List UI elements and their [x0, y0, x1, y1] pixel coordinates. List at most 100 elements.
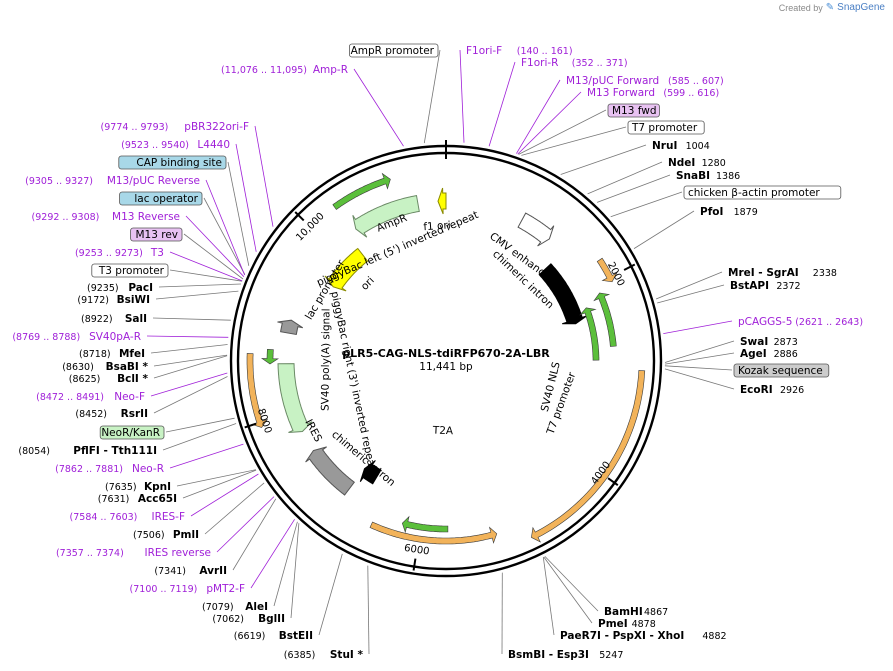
site-label-t3[interactable]: T3(9253 .. 9273): [75, 247, 164, 259]
plasmid-name: pLR5-CAG-NLS-tdiRFP670-2A-LBR: [342, 347, 550, 360]
site-label-rsrii[interactable]: RsrII(8452): [75, 408, 148, 420]
site-label-pmt2-f[interactable]: pMT2-F(7100 .. 7119): [130, 583, 245, 595]
site-label-kozak-sequence[interactable]: Kozak sequence: [733, 363, 830, 378]
site-label-paci[interactable]: PacI(9235): [87, 282, 153, 294]
site-label-l4440[interactable]: L4440(9523 .. 9540): [121, 139, 230, 151]
features-layer: [246, 172, 646, 545]
site-label-acc65i[interactable]: Acc65I(7631): [98, 493, 177, 505]
feature-ires[interactable]: [305, 446, 355, 496]
site-label-m13-puc-reverse[interactable]: M13/pUC Reverse(9305 .. 9327): [25, 175, 200, 187]
site-label-m13-puc-forward[interactable]: M13/pUC Forward(585 .. 607): [566, 75, 724, 87]
site-leader-line: [596, 174, 671, 203]
site-label-m13-rev[interactable]: M13 rev: [130, 227, 183, 242]
feature-chimeric-intron-2[interactable]: [359, 460, 382, 485]
site-name: AgeI: [740, 348, 767, 360]
site-label-f1ori-r[interactable]: F1ori-R(352 .. 371): [521, 57, 628, 69]
site-label-ires-reverse[interactable]: IRES reverse(7357 .. 7374): [56, 547, 211, 559]
site-position: 2886: [774, 349, 798, 360]
site-name: L4440: [197, 139, 230, 151]
site-name: SV40pA-R: [89, 331, 141, 343]
site-label-amp-r[interactable]: Amp-R(11,076 .. 11,095): [221, 64, 348, 76]
site-box: [348, 43, 439, 58]
site-leader-line: [203, 197, 246, 275]
site-label-neor-kanr[interactable]: NeoR/KanR: [99, 425, 165, 440]
site-label-agei[interactable]: AgeI 2886: [740, 348, 798, 360]
site-label-avrii[interactable]: AvrII(7341): [154, 565, 227, 577]
site-label-pbr322ori-f[interactable]: pBR322ori-F (9774 .. 9793): [101, 121, 249, 133]
site-label-bcli-[interactable]: BclI *(8625): [69, 373, 149, 385]
site-label-ires-f[interactable]: IRES-F(7584 .. 7603): [70, 511, 185, 523]
site-box: [627, 120, 705, 135]
site-label-sv40pa-r[interactable]: SV40pA-R(8769 .. 8788): [12, 331, 141, 343]
site-leader-line: [227, 161, 250, 266]
site-label-mfei[interactable]: MfeI(8718): [79, 348, 145, 360]
site-name: IRES-F: [151, 511, 185, 523]
site-position: (9774 .. 9793): [101, 122, 169, 133]
site-name: T7 promoter: [631, 122, 698, 134]
site-label-alei[interactable]: AleI(7079): [202, 601, 268, 613]
site-box: [683, 185, 842, 200]
site-name: pBR322ori-F: [184, 121, 249, 133]
feature-f1-ori[interactable]: [437, 187, 447, 215]
site-box: [99, 425, 165, 440]
feature-ampr[interactable]: [352, 195, 420, 238]
site-label-cap-binding-site[interactable]: CAP binding site: [118, 155, 227, 170]
feature-sv40-poly-a-signal[interactable]: [277, 319, 304, 336]
site-label-t7-promoter[interactable]: T7 promoter: [627, 120, 705, 135]
site-position: (8630): [62, 362, 94, 373]
site-position: (8472 .. 8491): [36, 392, 104, 403]
site-leader-line: [152, 317, 231, 321]
site-label-neo-f[interactable]: Neo-F(8472 .. 8491): [36, 391, 145, 403]
site-label-pcaggs-5[interactable]: pCAGGS-5(2621 .. 2643): [738, 316, 863, 328]
site-label-bsabi-[interactable]: BsaBI *(8630): [62, 361, 148, 373]
feature-cmv-enhancer[interactable]: [517, 212, 555, 247]
site-position: 1879: [734, 207, 758, 218]
site-label-stui-[interactable]: StuI *(6385): [284, 649, 364, 661]
site-label-neo-r[interactable]: Neo-R(7862 .. 7881): [55, 463, 164, 475]
site-leader-line: [153, 355, 228, 379]
feature-ori[interactable]: [324, 247, 369, 292]
site-label-sali[interactable]: SalI(8922): [81, 313, 147, 325]
site-label-kpni[interactable]: KpnI(7635): [105, 481, 171, 493]
site-label-bsteii[interactable]: BstEII(6619): [234, 630, 313, 642]
site-label-pmli[interactable]: PmlI(7506): [133, 529, 199, 541]
site-label-pflfi-tth111i[interactable]: PflFI - Tth111I(8054): [18, 445, 157, 457]
site-leader-line: [162, 423, 237, 451]
site-label-bsiwi[interactable]: BsiWI(9172): [77, 294, 150, 306]
site-label-m13-reverse[interactable]: M13 Reverse(9292 .. 9308): [32, 211, 180, 223]
site-label-bglii[interactable]: BglII(7062): [212, 613, 285, 625]
coverage-arc: [332, 172, 391, 210]
feature-label: T2A: [432, 424, 455, 437]
site-position: (8922): [81, 314, 113, 325]
site-position: (140 .. 161): [517, 46, 573, 57]
feature-label: ori: [359, 275, 377, 293]
site-leader-line: [423, 49, 441, 144]
site-label-chicken-actin-promoter[interactable]: chicken β-actin promoter: [683, 185, 842, 200]
site-name: M13/pUC Forward: [566, 75, 659, 87]
feature-chimeric-intron[interactable]: [538, 263, 588, 325]
site-position: (9305 .. 9327): [25, 176, 93, 187]
site-name: BclI *: [117, 373, 148, 385]
site-label-ampr-promoter[interactable]: AmpR promoter: [348, 43, 439, 58]
site-name: F1ori-F: [466, 45, 502, 57]
site-label-f1ori-f[interactable]: F1ori-F (140 .. 161): [466, 45, 573, 57]
site-label-m13-fwd[interactable]: M13 fwd: [607, 103, 660, 118]
site-label-m13-forward[interactable]: M13 Forward(599 .. 616): [587, 87, 719, 99]
site-label-lac-operator[interactable]: lac operator: [119, 191, 203, 206]
feature-neor-kanr[interactable]: [277, 363, 313, 433]
site-label-t3-promoter[interactable]: T3 promoter: [91, 263, 169, 278]
